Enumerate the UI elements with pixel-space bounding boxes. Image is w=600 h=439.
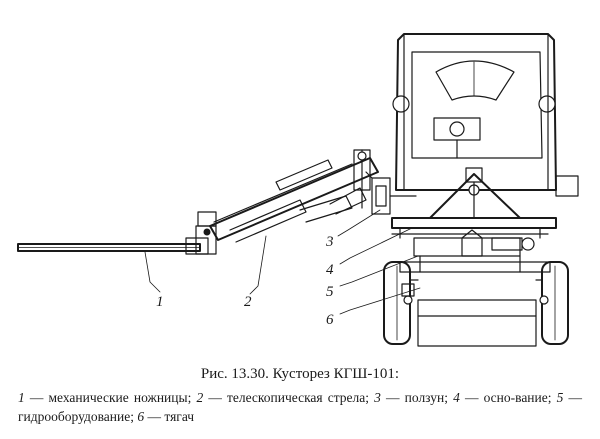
leader-lines [144, 209, 421, 315]
legend-num: 2 [196, 390, 204, 405]
figure-caption: Рис. 13.30. Кусторез КГШ-101: 1 — механи… [0, 364, 600, 426]
legend-num: 6 [137, 409, 145, 424]
callout-5: 5 [326, 284, 334, 300]
legend-text: — тягач [144, 409, 195, 424]
callout-1: 1 [156, 294, 164, 310]
legend-text: — механические ножницы; [24, 390, 197, 405]
legend-num: 1 [18, 390, 25, 405]
legend-num: 5 [556, 390, 564, 405]
legend-num: 4 [453, 390, 460, 405]
legend-text: — телескопическая стрела; [203, 390, 375, 405]
slider [365, 171, 417, 215]
legend-text: — осно-вание; [459, 390, 557, 405]
caption-legend: 1 — механические ножницы; 2 — телескопич… [18, 388, 582, 426]
hitch-frame [429, 167, 521, 219]
caption-title: Рис. 13.30. Кусторез КГШ-101: [200, 366, 400, 382]
legend-text: — гидрооборудование; [18, 390, 582, 424]
legend-num: 3 [374, 390, 381, 405]
callout-2: 2 [244, 294, 252, 310]
base [391, 217, 557, 239]
legend-text: — ползун; [380, 390, 454, 405]
callout-3: 3 [325, 234, 334, 250]
mechanical-shears [17, 211, 217, 255]
tractor-cab [392, 33, 579, 197]
callout-4: 4 [326, 262, 334, 278]
telescopic-boom [209, 149, 379, 243]
hydraulic-equipment [413, 229, 535, 273]
callout-6: 6 [326, 312, 334, 328]
tractor [383, 261, 569, 347]
machine-drawing: 1 2 3 4 5 6 [17, 33, 579, 347]
